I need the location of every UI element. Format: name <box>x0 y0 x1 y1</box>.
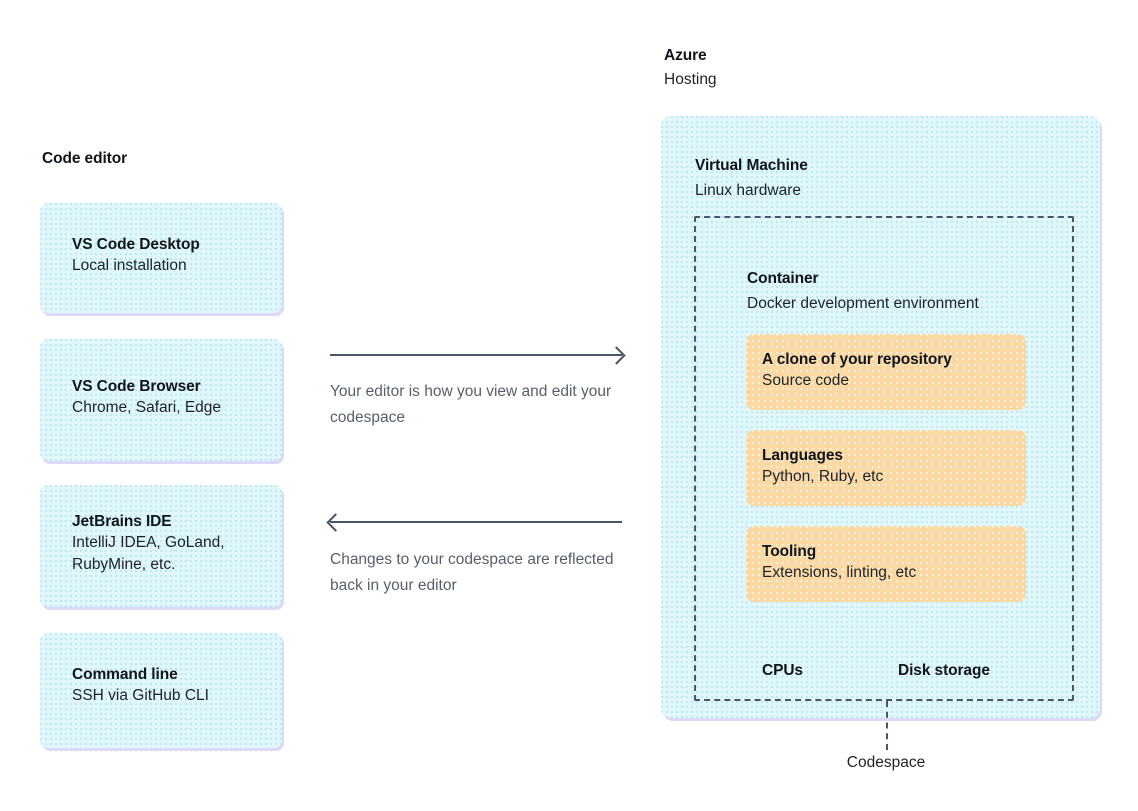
card-subtitle: Chrome, Safari, Edge <box>72 399 222 416</box>
card-subtitle: Local installation <box>72 257 187 274</box>
codespace-connector-line <box>886 701 888 750</box>
resource-label-disk-storage: Disk storage <box>898 662 990 679</box>
virtual-machine-panel <box>661 116 1100 718</box>
card-repository-clone: A clone of your repository Source code <box>746 334 1026 410</box>
azure-heading: Azure <box>664 47 707 64</box>
card-subtitle: Source code <box>762 372 850 389</box>
resource-label-cpus: CPUs <box>762 662 803 679</box>
card-title: VS Code Browser <box>72 378 201 395</box>
card-title: VS Code Desktop <box>72 236 200 253</box>
card-title: A clone of your repository <box>762 351 952 368</box>
card-tooling: Tooling Extensions, linting, etc <box>746 526 1026 602</box>
card-subtitle: Python, Ruby, etc <box>762 468 884 485</box>
card-title: JetBrains IDE <box>72 513 172 530</box>
card-subtitle: Extensions, linting, etc <box>762 564 917 581</box>
card-subtitle: IntelliJ IDEA, GoLand, RubyMine, etc. <box>72 534 225 573</box>
container-title: Container <box>747 270 819 287</box>
card-subtitle: SSH via GitHub CLI <box>72 687 209 704</box>
card-title: Languages <box>762 447 843 464</box>
codespace-label: Codespace <box>846 754 926 771</box>
virtual-machine-subtitle: Linux hardware <box>695 182 801 199</box>
arrow-shaft <box>330 354 622 356</box>
backward-arrow-caption: Changes to your codespace are reflected … <box>330 551 614 594</box>
arrow-shaft <box>330 521 622 523</box>
card-title: Tooling <box>762 543 817 560</box>
card-vs-code-desktop: VS Code Desktop Local installation <box>40 203 282 313</box>
card-title: Command line <box>72 666 178 683</box>
card-vs-code-browser: VS Code Browser Chrome, Safari, Edge <box>40 339 282 461</box>
card-jetbrains-ide: JetBrains IDE IntelliJ IDEA, GoLand, Rub… <box>40 485 282 607</box>
card-languages: Languages Python, Ruby, etc <box>746 430 1026 506</box>
card-command-line: Command line SSH via GitHub CLI <box>40 633 282 748</box>
azure-subheading: Hosting <box>664 71 717 88</box>
container-subtitle: Docker development environment <box>747 295 979 312</box>
code-editor-heading: Code editor <box>42 150 128 167</box>
container-dashed-boundary <box>694 216 1074 701</box>
arrow-head <box>607 345 626 365</box>
virtual-machine-title: Virtual Machine <box>695 157 808 174</box>
forward-arrow-caption: Your editor is how you view and edit you… <box>330 383 612 426</box>
arrow-head <box>326 512 345 532</box>
